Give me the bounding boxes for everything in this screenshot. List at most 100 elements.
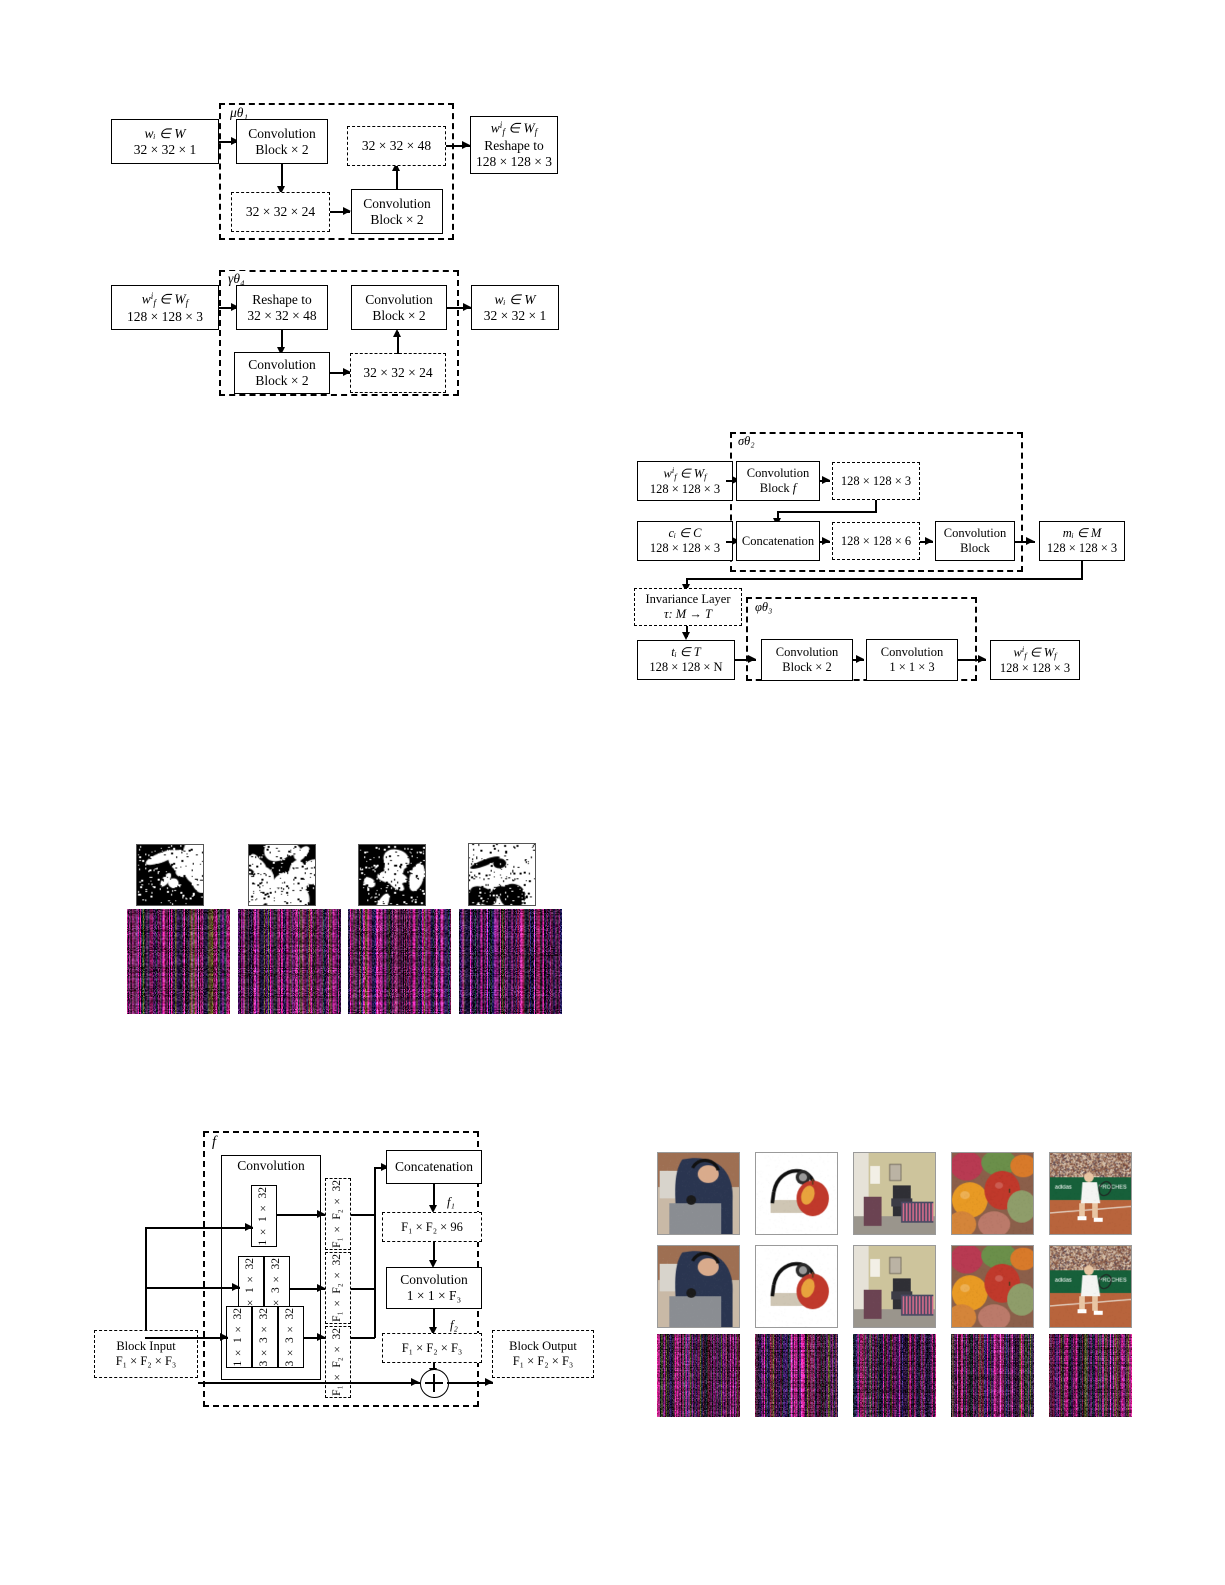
phi-wf-output: wif ∈ Wf 128 × 128 × 3 [990,640,1080,680]
sigma-feedback-v2 [686,578,688,587]
sigma-convout-line2: Block [960,541,990,555]
mask-tile-3 [358,844,426,906]
phi-conv1-line2: Block × 2 [782,660,832,674]
branch1-out-head [317,1210,325,1218]
branch3-layer3-label: 3 × 3 × 32 [284,1307,297,1367]
cover-image-1 [657,1152,740,1235]
phi-arrow-1-head [682,632,690,640]
cover-image-3 [853,1152,936,1235]
sigma-convf-line1: Convolution [746,466,810,481]
branch3-layer-1: 1 × 1 × 32 [226,1306,252,1368]
merge-to-concat-head [381,1163,389,1171]
branch3-output-label: F₁ × F₂ × 32 [331,1328,344,1396]
residual-image-3 [853,1334,936,1417]
mu-output-line2: Reshape to [484,138,544,154]
stego-image-5 [1049,1245,1132,1328]
gamma-feat1-label: 32 × 32 × 24 [363,365,433,381]
sigma-concat-label: Concatenation [741,533,815,548]
sum-to-output-h [447,1382,493,1384]
branch3-out-line [304,1337,325,1339]
f2-dims-box: F₁ × F₂ × F₃ [382,1333,482,1363]
sigma-feature-top: 128 × 128 × 3 [832,462,920,500]
convblock-concat-label: Concatenation [395,1159,473,1175]
phi-arrow-3-head [856,655,864,663]
branch1-layer-1: 1 × 1 × 32 [251,1185,277,1247]
mu-feat2-label: 32 × 32 × 48 [361,138,432,154]
noise-tile-1 [127,909,230,1014]
mu-arrow-1-line [219,141,239,143]
noise-tile-3 [348,909,451,1014]
gamma-reshape-box: Reshape to 32 × 32 × 48 [236,285,328,330]
gamma-feature-24: 32 × 32 × 24 [350,353,446,393]
sigma-conv-out: Convolution Block [935,521,1015,561]
branch3-layer-3: 3 × 3 × 32 [278,1306,304,1368]
sigma-m-line2: 128 × 128 × 3 [1046,541,1118,555]
phi-arrow-1-line [686,626,688,637]
block-output-line1: Block Output [509,1339,577,1354]
sigma-feedback-h [686,578,1083,580]
phi-conv-block-1: Convolution Block × 2 [761,639,853,681]
phi-group-boundary [746,597,977,681]
stego-image-4 [951,1245,1034,1328]
gamma-conv-block-2: Convolution Block × 2 [351,285,447,330]
sigma-cover-line1: cᵢ ∈ C [668,526,702,541]
mu-output-line1: wif ∈ Wf [490,120,538,138]
gamma-arrow-4-head [393,329,401,337]
cover-image-4 [951,1152,1034,1235]
phi-arrow-2-head [748,655,756,663]
block-output-line2: F₁ × F₂ × F₃ [512,1354,574,1368]
gamma-conv-block-1: Convolution Block × 2 [234,352,330,394]
residual-image-1 [657,1334,740,1417]
mu-arrow-3-head [343,207,351,215]
phi-t-line2: 128 × 128 × N [649,660,723,674]
f2-dims-label: F₁ × F₂ × F₃ [401,1340,463,1355]
mu-input-line1: wᵢ ∈ W [144,125,186,141]
concat-to-f1-line [433,1184,435,1208]
f1-label: f₁ [447,1195,455,1209]
sigma-arrow-4-head [822,537,830,545]
phi-conv-block-2: Convolution 1 × 1 × 3 [866,639,958,681]
f1-dims-box: F₁ × F₂ × 96 [382,1212,482,1242]
convblock-concatenation: Concatenation [386,1150,482,1184]
residual-image-4 [951,1334,1034,1417]
gamma-arrow-5-head [463,303,471,311]
invariance-line2: τ: M → T [664,607,712,621]
branch3-output-dims: F₁ × F₂ × 32 [325,1326,351,1398]
mu-output-line3: 128 × 128 × 3 [476,153,552,169]
mu-conv2-line1: Convolution [363,195,431,211]
gamma-conv2-line2: Block × 2 [372,307,426,323]
branch3-layer-2: 3 × 3 × 32 [252,1306,278,1368]
f1-dims-label: F₁ × F₂ × 96 [401,1219,463,1234]
mu-arrow-1-head [231,137,239,145]
invariance-line1: Invariance Layer [645,592,731,607]
phi-wf-line2: 128 × 128 × 3 [999,660,1071,675]
skip-connection-h [198,1382,420,1384]
gamma-input-line2: 128 × 128 × 3 [127,308,203,324]
conv1x1-line1: Convolution [400,1272,468,1288]
sigma-convout-line1: Convolution [943,526,1007,541]
sigma-featcat-label: 128 × 128 × 6 [840,533,912,548]
gamma-conv1-line1: Convolution [248,357,316,373]
sigma-conv-block-f: Convolution Block f [736,461,820,501]
sigma-m-line1: mᵢ ∈ M [1062,526,1102,541]
noise-tile-4 [459,909,562,1014]
sigma-group-boundary [730,432,1023,572]
mask-tile-2 [248,844,316,906]
gamma-arrow-3-line [330,372,350,374]
sigma-feature-cat: 128 × 128 × 6 [832,522,920,560]
residual-image-5 [1049,1334,1132,1417]
phi-t-line1: tᵢ ∈ T [671,645,701,660]
gamma-input-line1: wif ∈ Wf [141,290,189,308]
blockinput-branch1-h [145,1227,253,1229]
mu-conv1-line2: Block × 2 [255,141,309,157]
phi-group-label: φθ₃ [753,600,775,615]
gamma-reshape-line2: 32 × 32 × 48 [247,307,317,323]
gamma-input-box: wif ∈ Wf 128 × 128 × 3 [111,285,219,330]
f1-to-conv-line [433,1242,435,1264]
gamma-group-label: γθ₄ [226,271,247,287]
mu-conv2-line2: Block × 2 [370,211,424,227]
conv1x1-line2: 1 × 1 × F₃ [406,1288,462,1303]
blockinput-branch1-head [245,1223,253,1231]
sum-plus-v [433,1374,435,1392]
